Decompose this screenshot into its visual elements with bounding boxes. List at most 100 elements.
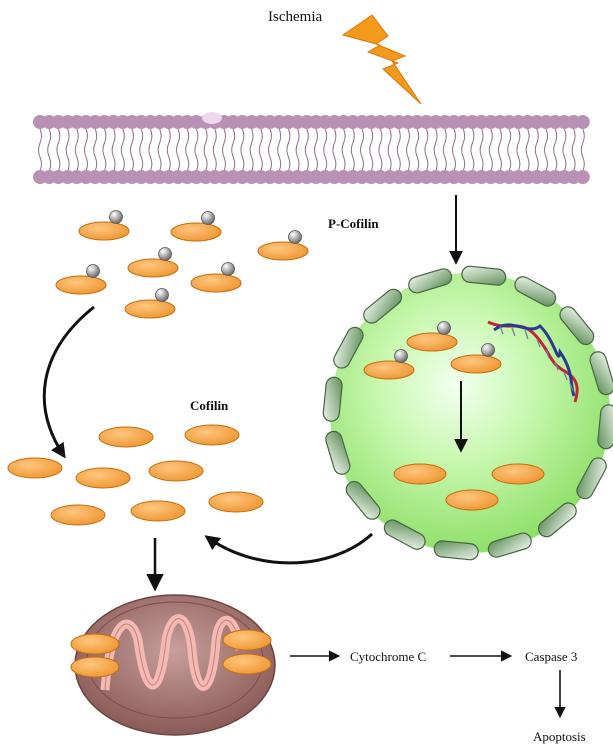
lipid-tail	[343, 156, 346, 172]
cofilin-molecule	[75, 467, 131, 489]
lipid-tail	[149, 156, 153, 172]
cofilin-molecule	[208, 491, 264, 513]
phosphate-group	[437, 321, 451, 335]
lipid-tail	[177, 156, 180, 172]
p-cofilin-molecule	[78, 210, 130, 241]
cofilin-body	[190, 273, 242, 293]
lipid-tail	[545, 156, 548, 172]
cofilin-body	[130, 500, 186, 522]
lipid-tail	[258, 128, 263, 158]
cofilin-label: Cofilin	[190, 398, 229, 413]
mitochondrial-cofilin-group	[70, 629, 272, 678]
lipid-tail	[185, 128, 190, 158]
cofilin-molecule	[70, 656, 120, 678]
lipid-tail	[527, 156, 530, 172]
membrane-protein	[202, 112, 222, 124]
lipid-head	[575, 115, 590, 129]
lipid-tail	[452, 128, 456, 158]
cofilin-body	[393, 463, 447, 485]
cofilin-molecule	[70, 633, 120, 655]
p-cofilin-molecule	[450, 343, 502, 374]
nuclear-envelope	[322, 265, 613, 561]
nuclear-pore-bead	[514, 276, 557, 307]
lipid-tail	[507, 128, 512, 158]
nuclear-pore-bead	[537, 502, 577, 538]
lipid-tail	[415, 128, 420, 158]
lipid-tail	[93, 128, 98, 158]
lipid-tail	[166, 128, 171, 158]
nuclear-cofilin-group	[363, 321, 545, 511]
p-cofilin-label: P-Cofilin	[328, 216, 379, 231]
lipid-tail	[214, 156, 217, 172]
cofilin-body	[363, 360, 415, 380]
lipid-tail	[350, 128, 355, 158]
lipid-tail	[461, 128, 466, 158]
p-cofilin-molecule	[55, 264, 107, 295]
lipid-tail	[444, 156, 447, 172]
cofilin-body	[55, 275, 107, 295]
lipid-tail	[249, 128, 254, 158]
lipid-tail	[260, 156, 263, 172]
cofilin-molecule	[445, 489, 499, 511]
lipid-tail	[369, 128, 374, 158]
lipid-tail	[462, 156, 466, 172]
cofilin-body	[450, 354, 502, 374]
lipid-tail	[378, 128, 383, 158]
cofilin-molecule	[130, 500, 186, 522]
lipid-tail	[194, 128, 199, 158]
lipid-tail	[314, 128, 318, 158]
p-cofilin-molecule	[190, 262, 242, 293]
lipid-tail	[516, 128, 521, 158]
lipid-tail	[571, 128, 576, 158]
nuclear-pore-bead	[383, 519, 426, 550]
lipid-tail	[57, 156, 61, 172]
lipid-tail	[131, 156, 134, 172]
lipid-tail	[212, 128, 217, 158]
cofilin-body	[148, 460, 204, 482]
lipid-tail	[379, 156, 383, 172]
lipid-tail	[425, 156, 429, 172]
dna-helix-icon	[487, 320, 579, 403]
lipid-tail	[297, 156, 300, 172]
lipid-tail	[223, 156, 226, 172]
cofilin-molecule	[7, 457, 63, 479]
cofilin-body	[406, 332, 458, 352]
cofilin-molecule	[222, 629, 272, 651]
cell-membrane-icon	[33, 112, 590, 184]
nuclear-pore-bead	[325, 430, 351, 475]
lipid-tail	[341, 128, 346, 158]
lipid-tail	[407, 156, 410, 172]
lipid-tail	[488, 128, 493, 158]
nuclear-pore-bead	[345, 480, 381, 520]
cofilin-cluster	[7, 424, 264, 526]
lipid-tail	[534, 128, 539, 158]
lipid-tail	[525, 128, 530, 158]
lipid-tail	[490, 156, 493, 172]
lipid-tail	[471, 156, 475, 172]
cofilin-body	[75, 467, 131, 489]
lipid-tail	[499, 156, 502, 172]
lipid-tail	[573, 156, 576, 172]
nuclear-pore-bead	[333, 326, 364, 369]
lipid-tail	[65, 128, 70, 158]
arrow-p-cofilin-to-cofilin	[42, 305, 95, 459]
nuclear-pore-bead	[559, 306, 595, 346]
cytochrome-c-label: Cytochrome C	[350, 649, 426, 664]
p-cofilin-molecule	[124, 288, 176, 319]
lipid-tail	[323, 128, 328, 158]
lipid-tail	[433, 128, 438, 158]
nuclear-pore-bead	[461, 265, 507, 286]
lipid-tail	[102, 128, 107, 158]
lipid-tail	[122, 156, 125, 172]
lipid-tail	[103, 156, 107, 172]
lipid-tail	[406, 128, 410, 158]
phosphate-group	[201, 211, 215, 225]
lipid-tail	[195, 156, 199, 172]
lipid-tail	[479, 128, 484, 158]
cofilin-body	[208, 491, 264, 513]
lipid-tail	[536, 156, 539, 172]
phosphate-group	[221, 262, 235, 276]
lipid-tail	[157, 128, 162, 158]
lipid-tail	[38, 128, 42, 158]
lipid-tail	[240, 128, 245, 158]
